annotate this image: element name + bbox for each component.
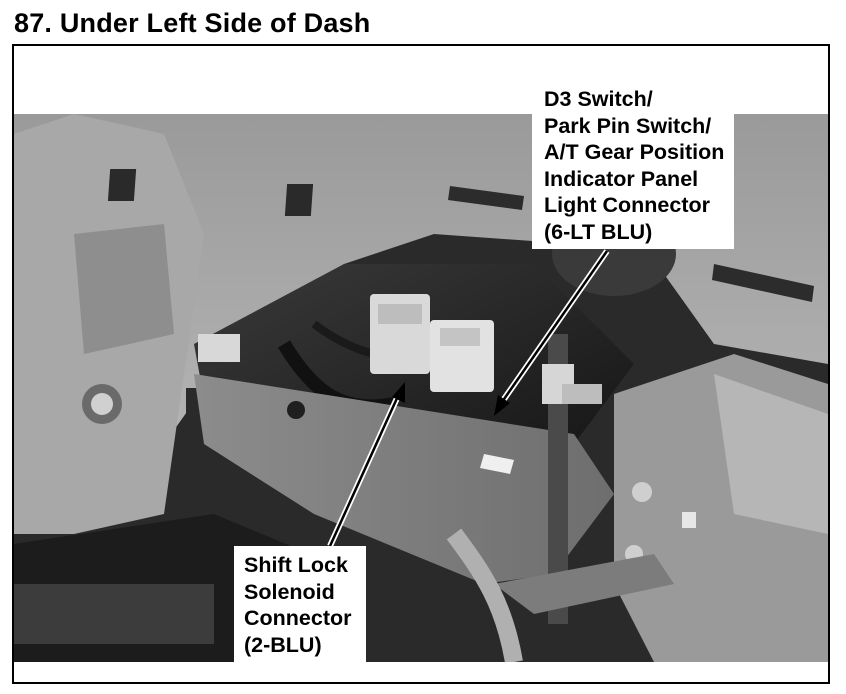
callout-line: Shift Lock [244,553,348,577]
callout-line: Indicator Panel [544,166,699,191]
page-title: 87. Under Left Side of Dash [14,8,371,38]
callout-line: Park Pin Switch/ [544,113,712,138]
callout-line: (2-BLU) [244,632,322,657]
callout-line: A/T Gear Position [544,140,725,164]
d3-switch-connector-label: D3 Switch/ Park Pin Switch/ A/T Gear Pos… [532,80,735,249]
callout-line: Solenoid [244,579,335,604]
figure-frame: D3 Switch/ Park Pin Switch/ A/T Gear Pos… [12,44,830,684]
shift-lock-connector-label: Shift Lock Solenoid Connector (2-BLU) [234,546,366,662]
callout-line: Light Connector [544,193,711,217]
callout-line: Connector [244,606,352,630]
callout-line: (6-LT BLU) [544,219,653,244]
callout-line: D3 Switch/ [544,87,653,111]
